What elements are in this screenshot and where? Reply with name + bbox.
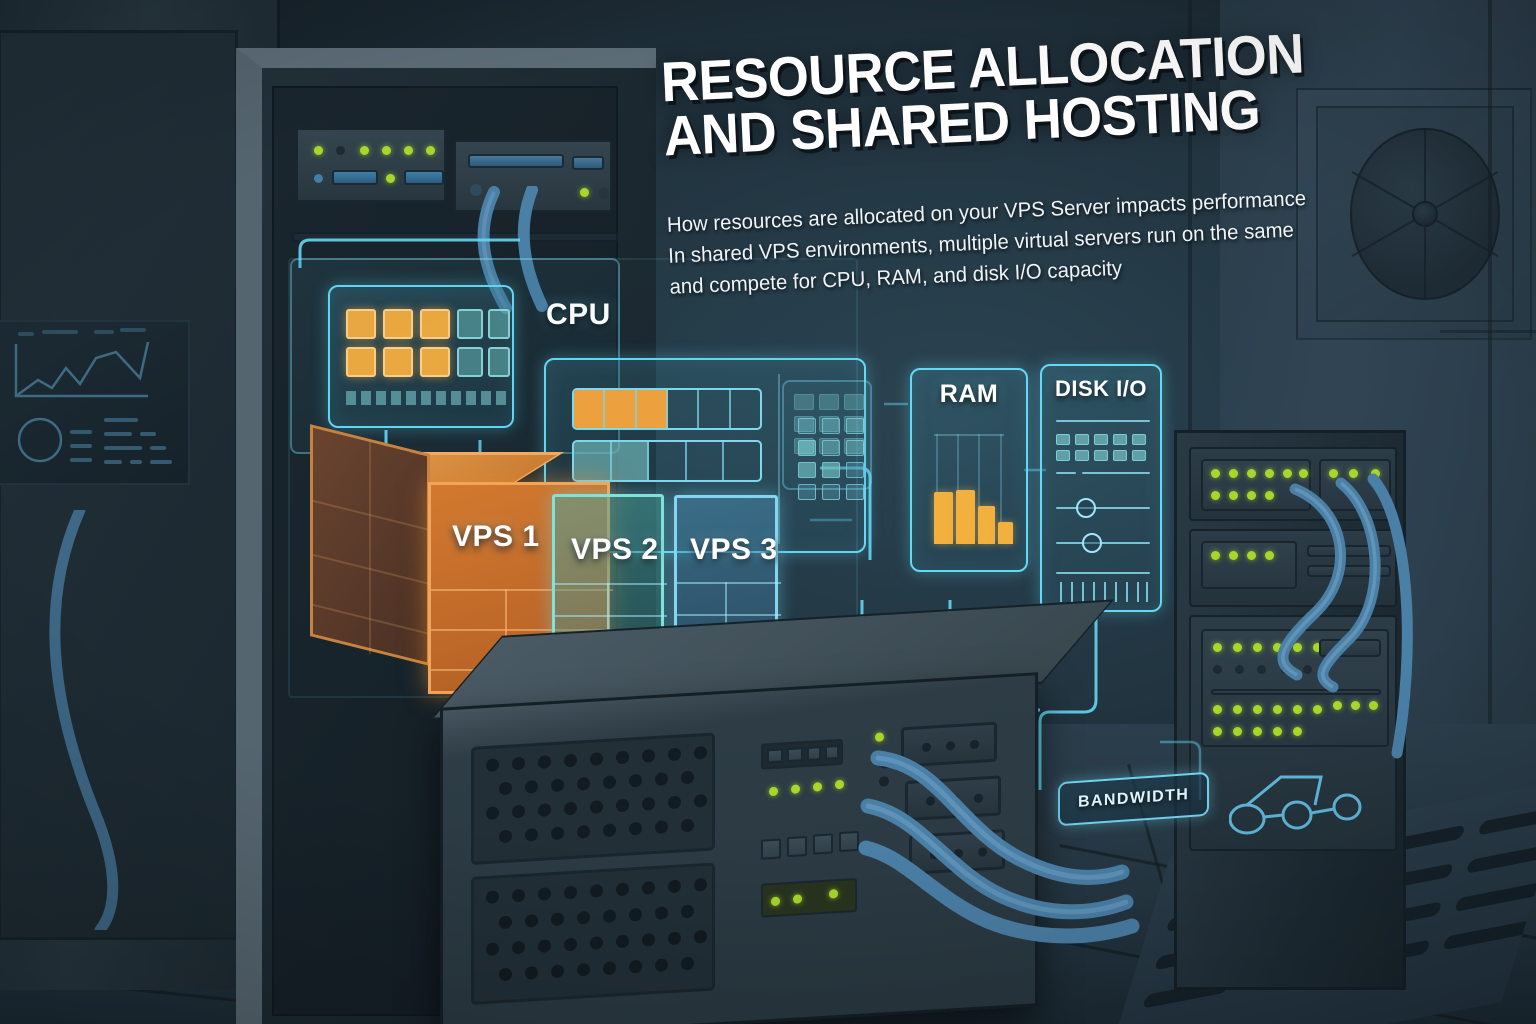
chassis-led-2 xyxy=(791,784,800,794)
monitoring-display xyxy=(0,320,190,485)
cpu-core-10 xyxy=(488,347,510,377)
drive-bay-3 xyxy=(909,829,1005,875)
ram-panel[interactable]: RAM xyxy=(910,368,1028,572)
cpu-core-5 xyxy=(488,309,510,339)
disk-io-label: DISK I/O xyxy=(1054,376,1148,401)
rack-unit-server-b xyxy=(454,140,612,212)
chassis-led-4 xyxy=(835,779,844,790)
drive-bay-2 xyxy=(905,775,1001,822)
chassis-led-1 xyxy=(769,786,778,797)
ram-bar-1 xyxy=(934,492,953,544)
cpu-core-4 xyxy=(457,309,483,339)
cpu-core-6 xyxy=(346,347,376,377)
cpu-core-8 xyxy=(420,347,450,377)
chassis-status-window xyxy=(761,877,857,918)
ram-bar-3 xyxy=(978,506,995,544)
rack-unit-patch-panel xyxy=(1189,615,1397,851)
right-server-rack xyxy=(1174,430,1413,990)
cpu-core-1 xyxy=(346,309,376,339)
wall-seam xyxy=(1188,0,1192,700)
disk-io-slider-knob-2[interactable] xyxy=(1082,533,1102,553)
allocation-bar-cpu xyxy=(572,388,762,430)
foreground-server-chassis xyxy=(440,672,1038,1024)
cpu-core-9 xyxy=(457,347,483,377)
cpu-core-3 xyxy=(420,309,450,339)
allocation-bars-panel[interactable] xyxy=(544,358,866,553)
rack-unit-server-a xyxy=(296,128,446,202)
cpu-core-7 xyxy=(383,347,413,377)
chassis-button-4[interactable] xyxy=(839,830,859,853)
rack-patch-cables xyxy=(1277,473,1413,759)
chassis-vent-upper xyxy=(471,732,715,865)
allocation-bar-memory xyxy=(572,440,762,482)
left-rack-cabinet xyxy=(0,0,280,990)
network-topology-icon xyxy=(1229,775,1362,835)
cpu-core-2 xyxy=(383,309,413,339)
ram-label: RAM xyxy=(939,380,999,408)
disk-io-panel[interactable]: DISK I/O xyxy=(1040,364,1162,612)
left-rack-cable xyxy=(49,510,119,930)
wall-seam xyxy=(1488,0,1492,760)
wall-fan-vent-icon xyxy=(1350,128,1500,300)
drive-bay-1 xyxy=(901,721,997,768)
chassis-vent-lower xyxy=(471,862,715,1005)
chassis-button-2[interactable] xyxy=(787,835,807,858)
chassis-button-3[interactable] xyxy=(813,833,833,855)
wall-seam xyxy=(1440,330,1536,333)
chassis-display-window xyxy=(761,738,843,770)
ram-bar-4 xyxy=(998,522,1013,544)
ram-bar-2 xyxy=(956,490,975,544)
chassis-button-1[interactable] xyxy=(761,838,781,860)
cpu-core-grid-panel[interactable] xyxy=(328,285,514,428)
disk-io-slider-knob-1[interactable] xyxy=(1076,498,1096,518)
chassis-led-3 xyxy=(813,782,822,792)
monitoring-chart-icon xyxy=(14,328,172,464)
chassis-led-5 xyxy=(875,732,884,742)
